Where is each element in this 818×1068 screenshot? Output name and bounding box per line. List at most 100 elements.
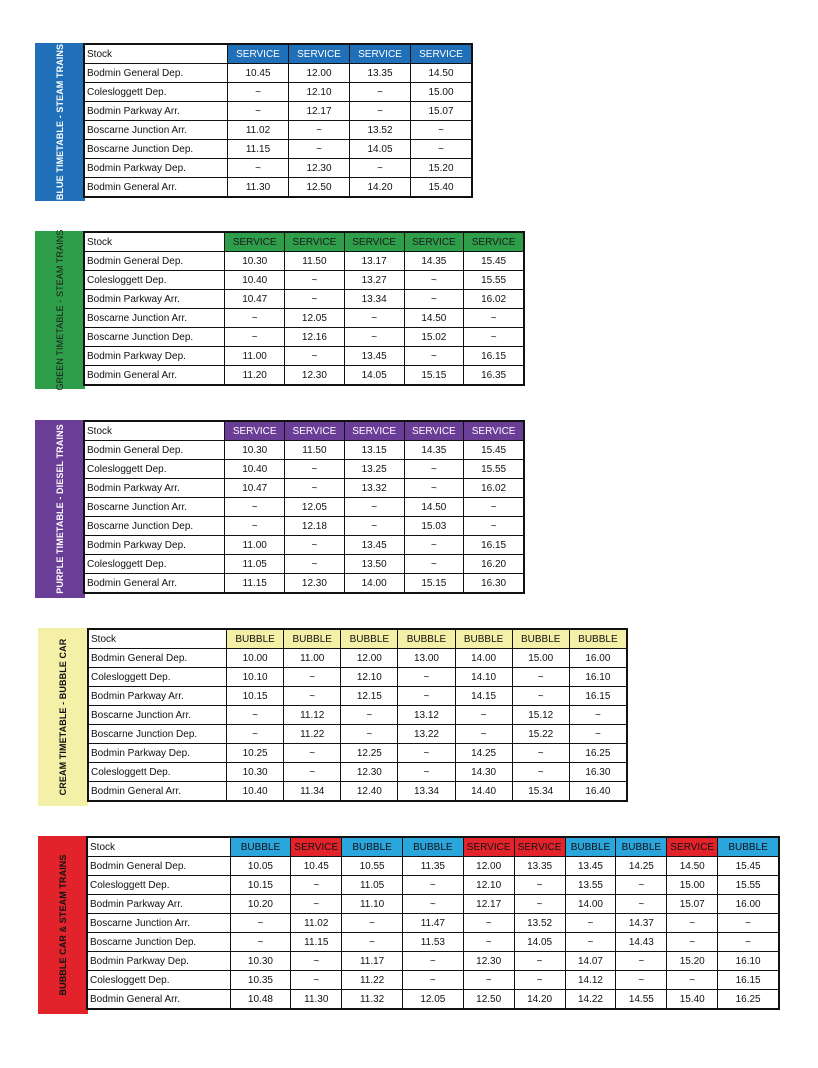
time-cell: 14.22 (564, 989, 617, 1010)
time-cell: 15.15 (403, 573, 465, 594)
table-row: Bodmin Parkway Dep.~12.30~15.20 (83, 158, 473, 178)
time-cell: 15.02 (403, 327, 465, 347)
time-cell: ~ (454, 724, 513, 744)
time-cell: ~ (401, 875, 464, 895)
cream-timetable-side-label: CREAM TIMETABLE - BUBBLE CAR (38, 628, 88, 806)
time-cell: ~ (511, 686, 570, 706)
time-cell: 14.00 (564, 894, 617, 914)
time-cell: ~ (513, 894, 566, 914)
time-cell: 12.30 (284, 573, 345, 594)
time-cell: 10.45 (227, 63, 289, 83)
time-cell: 14.05 (513, 932, 566, 952)
time-cell: 16.30 (463, 573, 526, 594)
time-cell: 14.05 (343, 365, 405, 386)
time-cell: 11.15 (224, 573, 286, 594)
time-cell: 15.07 (666, 894, 719, 914)
green-timetable-side-label: GREEN TIMETABLE - STEAM TRAINS (35, 229, 85, 391)
time-cell: 11.32 (341, 989, 403, 1010)
service-header: SERVICE (224, 231, 286, 252)
station-name: Bodmin Parkway Arr. (87, 686, 228, 706)
station-name: Bodmin Parkway Dep. (83, 158, 228, 178)
time-cell: 11.02 (290, 913, 343, 933)
time-cell: 14.05 (349, 139, 411, 159)
service-header: SERVICE (290, 836, 343, 857)
service-header: SERVICE (284, 231, 345, 252)
station-name: Colesloggett Dep. (83, 459, 226, 479)
time-cell: ~ (513, 951, 566, 971)
service-header: SERVICE (227, 43, 289, 64)
table-row: Bodmin Parkway Dep.11.00~13.45~16.15 (83, 535, 526, 555)
time-cell: 13.12 (397, 705, 456, 725)
time-cell: ~ (401, 951, 464, 971)
service-header: SERVICE (403, 420, 465, 441)
service-header: SERVICE (343, 231, 405, 252)
time-cell: ~ (284, 270, 345, 290)
time-cell: ~ (227, 82, 289, 102)
time-cell: 13.45 (343, 346, 405, 366)
time-cell: 13.17 (343, 251, 405, 271)
service-header: BUBBLE (341, 836, 403, 857)
time-cell: 15.55 (463, 459, 526, 479)
table-row: Bodmin Parkway Arr.10.15~12.15~14.15~16.… (87, 686, 628, 706)
time-cell: 14.50 (403, 308, 465, 328)
blue-timetable-side-label: BLUE TIMETABLE - STEAM TRAINS (35, 43, 85, 201)
time-cell: 15.07 (410, 101, 473, 121)
time-cell: ~ (615, 894, 668, 914)
time-cell: 12.05 (401, 989, 464, 1010)
time-cell: 12.16 (284, 327, 345, 347)
time-cell: ~ (403, 554, 465, 574)
time-cell: 16.15 (463, 346, 526, 366)
table-row: Boscarne Junction Arr.~11.02~11.47~13.52… (85, 913, 781, 933)
time-cell: 10.00 (226, 648, 285, 668)
table-row: Colesloggett Dep.10.15~11.05~12.10~13.55… (85, 875, 781, 895)
time-cell: ~ (349, 82, 411, 102)
bubble-steam-timetable-title: BUBBLE CAR & STEAM TRAINS (58, 854, 68, 996)
time-cell: ~ (343, 327, 405, 347)
time-cell: 13.34 (343, 289, 405, 309)
time-cell: ~ (463, 308, 526, 328)
time-cell: ~ (511, 667, 570, 687)
time-cell: 11.22 (283, 724, 342, 744)
time-cell: 16.15 (568, 686, 628, 706)
table-row: Colesloggett Dep.11.05~13.50~16.20 (83, 554, 526, 574)
time-cell: ~ (227, 158, 289, 178)
time-cell: 14.25 (454, 743, 513, 763)
time-cell: ~ (341, 932, 403, 952)
time-cell: ~ (403, 346, 465, 366)
time-cell: ~ (290, 894, 343, 914)
time-cell: 15.00 (666, 875, 719, 895)
time-cell: 15.45 (463, 440, 526, 460)
time-cell: 10.30 (226, 762, 285, 782)
time-cell: 14.30 (454, 762, 513, 782)
stock-header: Stock (83, 231, 226, 252)
time-cell: ~ (717, 913, 781, 933)
station-name: Colesloggett Dep. (87, 762, 228, 782)
time-cell: 12.25 (340, 743, 399, 763)
table-row: Boscarne Junction Dep.11.15~14.05~ (83, 139, 473, 159)
purple-timetable-title: PURPLE TIMETABLE - DIESEL TRAINS (55, 424, 65, 594)
time-cell: 12.10 (462, 875, 515, 895)
time-cell: 13.15 (343, 440, 405, 460)
time-cell: 13.45 (564, 856, 617, 876)
time-cell: 14.37 (615, 913, 668, 933)
table-row: Boscarne Junction Arr.~12.05~14.50~ (83, 497, 526, 517)
time-cell: 16.25 (717, 989, 781, 1010)
station-name: Bodmin General Arr. (83, 177, 228, 198)
time-cell: 12.05 (284, 497, 345, 517)
time-cell: 14.15 (454, 686, 513, 706)
blue-timetable-title: BLUE TIMETABLE - STEAM TRAINS (55, 43, 65, 201)
time-cell: 15.55 (463, 270, 526, 290)
time-cell: ~ (288, 120, 350, 140)
time-cell: 11.47 (401, 913, 464, 933)
station-name: Colesloggett Dep. (83, 554, 226, 574)
time-cell: 14.50 (403, 497, 465, 517)
station-name: Bodmin General Dep. (83, 440, 226, 460)
time-cell: 16.10 (568, 667, 628, 687)
time-cell: 14.20 (513, 989, 566, 1010)
